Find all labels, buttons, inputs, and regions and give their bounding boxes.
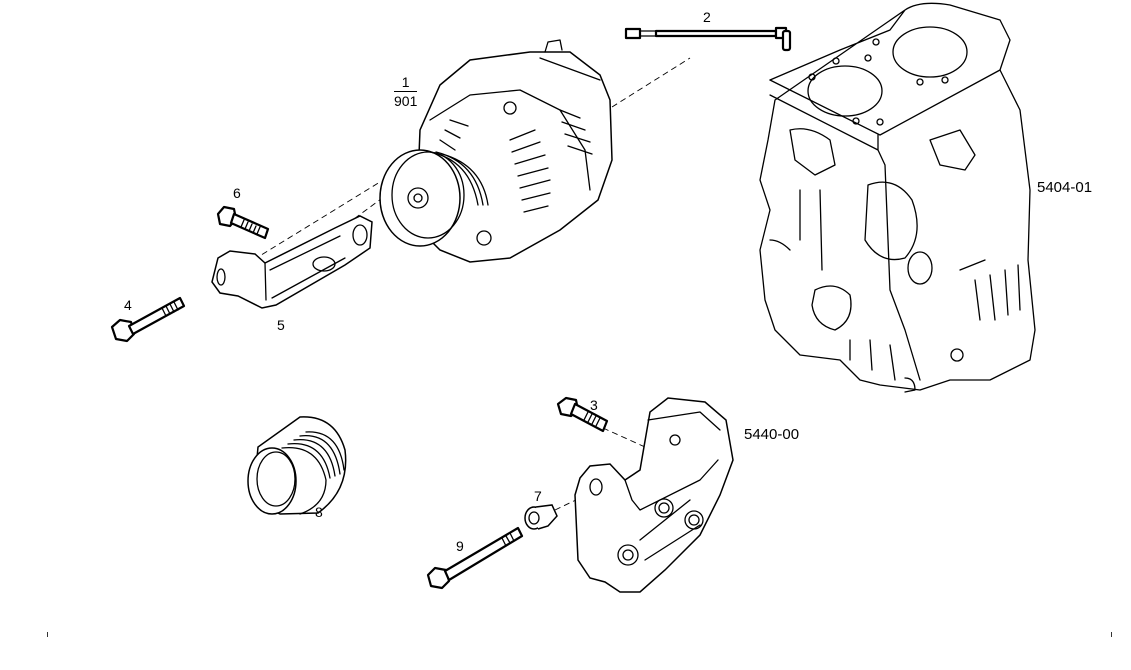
pulley-part[interactable] bbox=[247, 416, 347, 515]
part-label-3: 3 bbox=[590, 397, 598, 413]
bolt-6-part[interactable] bbox=[216, 205, 270, 240]
part-subnumber: 901 bbox=[394, 93, 418, 109]
bolt-3-part[interactable] bbox=[556, 396, 609, 433]
bracket-part[interactable] bbox=[211, 215, 373, 309]
assembly-line-bracket bbox=[244, 181, 381, 266]
cable-part[interactable] bbox=[624, 26, 792, 52]
part-number: 1 bbox=[394, 75, 418, 92]
part-label-7: 7 bbox=[534, 488, 542, 504]
reference-engine-block: 5404-01 bbox=[1037, 179, 1093, 196]
part-label-8: 8 bbox=[315, 504, 323, 520]
assembly-line-bolt3 bbox=[602, 427, 646, 448]
corner-mark-right bbox=[1111, 632, 1112, 637]
alternator-part[interactable] bbox=[379, 39, 613, 263]
bolt-4-part[interactable] bbox=[110, 296, 186, 343]
alternator-support-part[interactable] bbox=[574, 397, 734, 593]
part-label-6: 6 bbox=[233, 185, 241, 201]
reference-alternator-support: 5440-00 bbox=[744, 426, 800, 443]
part-label-1: 1 901 bbox=[394, 75, 418, 109]
bolt-9-part[interactable] bbox=[426, 526, 524, 590]
part-label-9: 9 bbox=[456, 538, 464, 554]
bushing-part[interactable] bbox=[524, 504, 558, 530]
part-label-4: 4 bbox=[124, 297, 132, 313]
part-label-5: 5 bbox=[277, 317, 285, 333]
part-label-2: 2 bbox=[703, 9, 711, 25]
corner-mark-left bbox=[47, 632, 48, 637]
assembly-line-alternator-block bbox=[611, 57, 691, 108]
engine-block-part[interactable] bbox=[759, 2, 1036, 393]
